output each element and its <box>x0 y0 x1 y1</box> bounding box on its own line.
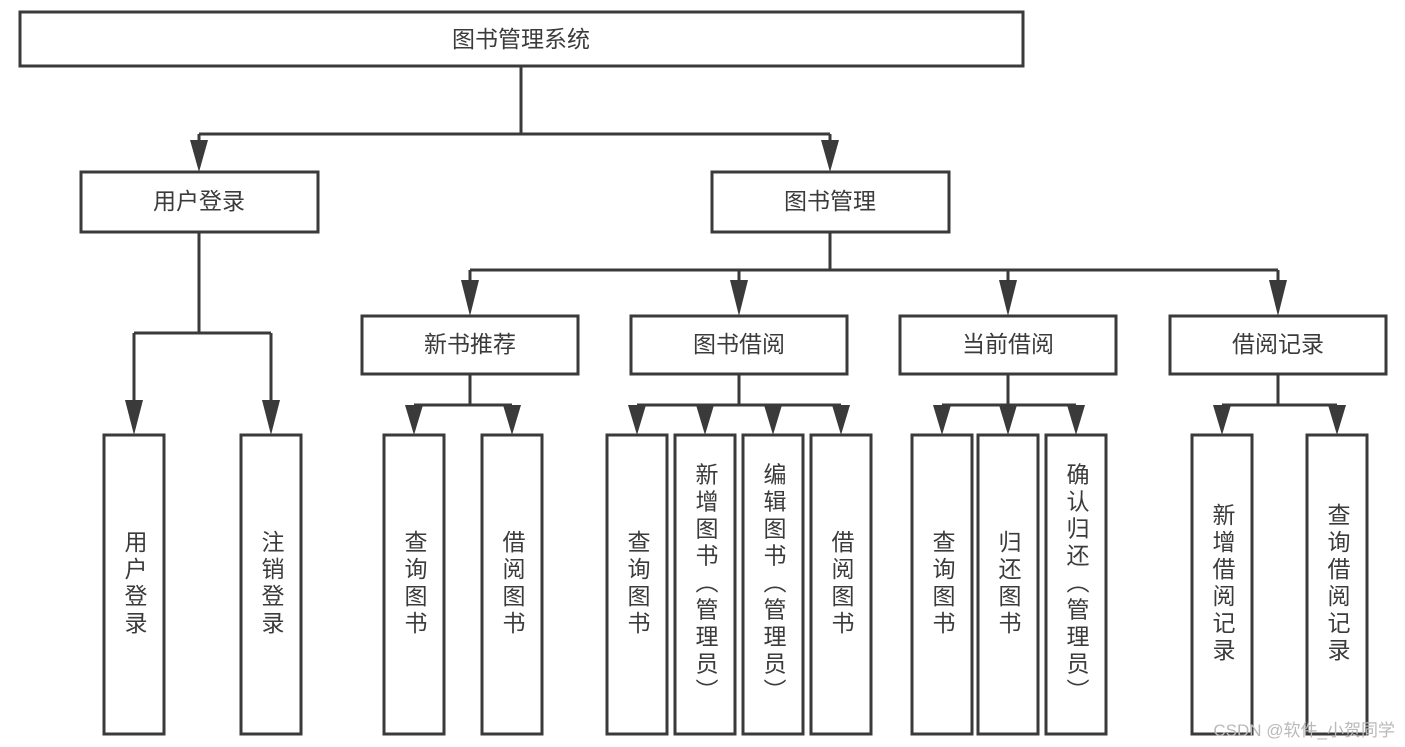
node-book-borrow-rect[interactable] <box>629 314 849 376</box>
arrowhead-currentborrow-leaf-2 <box>999 405 1017 435</box>
arrowhead-borrowrecord-leaf-1 <box>1213 405 1231 435</box>
leaf-node-query-book-1-label: 查询图书 <box>401 530 428 638</box>
node-current-borrow-rect[interactable] <box>898 314 1118 376</box>
leaf-node-query-book-3[interactable]: 查询图书 <box>910 433 974 736</box>
leaf-node-query-book-1[interactable]: 查询图书 <box>382 433 446 736</box>
arrowhead-bookborrow-leaf-3 <box>764 405 782 435</box>
node-book-borrow[interactable]: 图书借阅 <box>629 314 849 376</box>
arrowhead-leaf-user-login <box>125 400 143 435</box>
node-current-borrow[interactable]: 当前借阅 <box>898 314 1118 376</box>
leaf-node-borrow-book-2-rect[interactable] <box>809 433 873 736</box>
arrowhead-newbook-leaf-1 <box>405 405 423 435</box>
node-borrow-record-rect[interactable] <box>1168 314 1388 376</box>
arrowhead-newbook-leaf-2 <box>503 405 521 435</box>
leaf-node-add-borrow-record-label: 新增借阅记录 <box>1209 503 1236 665</box>
node-current-borrow-label: 当前借阅 <box>962 331 1054 357</box>
node-book-management-label: 图书管理 <box>784 188 876 214</box>
arrowhead-current-borrow <box>999 280 1017 316</box>
leaf-node-confirm-return-admin-rect[interactable] <box>1044 433 1108 736</box>
leaf-node-logout-label: 注销登录 <box>258 530 285 638</box>
node-root-system-rect[interactable] <box>18 10 1025 68</box>
leaf-node-add-book-admin-label: 新增图书（管理员） <box>692 463 719 706</box>
leaf-node-logout-rect[interactable] <box>239 433 303 736</box>
leaf-node-borrow-book-1-label: 借阅图书 <box>499 530 526 638</box>
node-book-management-rect[interactable] <box>710 170 951 234</box>
leaf-node-query-book-2[interactable]: 查询图书 <box>605 433 669 736</box>
leaf-node-query-book-3-label: 查询图书 <box>929 530 956 638</box>
leaf-node-edit-book-admin-label: 编辑图书（管理员） <box>760 463 787 706</box>
connector-layer <box>125 66 1346 435</box>
leaf-node-user-login[interactable]: 用户登录 <box>102 433 166 736</box>
node-borrow-record-label: 借阅记录 <box>1232 331 1324 357</box>
node-book-borrow-label: 图书借阅 <box>693 331 785 357</box>
arrowhead-new-book-rec <box>461 280 479 316</box>
leaf-node-query-book-3-rect[interactable] <box>910 433 974 736</box>
arrowhead-currentborrow-leaf-1 <box>933 405 951 435</box>
leaf-node-edit-book-admin-rect[interactable] <box>741 433 805 736</box>
leaf-node-user-login-label: 用户登录 <box>121 530 148 638</box>
leaf-node-logout[interactable]: 注销登录 <box>239 433 303 736</box>
leaf-node-query-book-1-rect[interactable] <box>382 433 446 736</box>
leaf-node-borrow-book-1[interactable]: 借阅图书 <box>480 433 544 736</box>
leaf-node-query-book-2-rect[interactable] <box>605 433 669 736</box>
node-user-login[interactable]: 用户登录 <box>79 170 320 234</box>
arrowhead-borrow-record <box>1269 280 1287 316</box>
leaf-node-confirm-return-admin[interactable]: 确认归还（管理员） <box>1044 433 1108 736</box>
leaf-node-return-book[interactable]: 归还图书 <box>976 433 1040 736</box>
leaf-node-confirm-return-admin-label: 确认归还（管理员） <box>1063 463 1090 706</box>
leaf-node-borrow-book-1-rect[interactable] <box>480 433 544 736</box>
arrowhead-currentborrow-leaf-3 <box>1067 405 1085 435</box>
leaf-node-add-borrow-record[interactable]: 新增借阅记录 <box>1190 433 1254 736</box>
node-root-system[interactable]: 图书管理系统 <box>18 10 1025 68</box>
node-new-book-recommend[interactable]: 新书推荐 <box>360 314 580 376</box>
node-user-login-rect[interactable] <box>79 170 320 234</box>
arrowhead-book-borrow <box>730 280 748 316</box>
arrowhead-bookborrow-leaf-2 <box>696 405 714 435</box>
arrowhead-bookborrow-leaf-4 <box>832 405 850 435</box>
arrowhead-user-login <box>190 140 208 172</box>
leaf-node-query-book-2-label: 查询图书 <box>624 530 651 638</box>
leaf-node-add-borrow-record-rect[interactable] <box>1190 433 1254 736</box>
leaf-node-query-borrow-record-label: 查询借阅记录 <box>1324 503 1351 665</box>
arrowhead-borrowrecord-leaf-2 <box>1328 405 1346 435</box>
node-borrow-record[interactable]: 借阅记录 <box>1168 314 1388 376</box>
leaf-node-user-login-rect[interactable] <box>102 433 166 736</box>
leaf-node-return-book-rect[interactable] <box>976 433 1040 736</box>
leaf-node-borrow-book-2[interactable]: 借阅图书 <box>809 433 873 736</box>
node-book-management[interactable]: 图书管理 <box>710 170 951 234</box>
arrowhead-bookborrow-leaf-1 <box>628 405 646 435</box>
leaf-node-add-book-admin-rect[interactable] <box>673 433 737 736</box>
leaf-node-query-borrow-record-rect[interactable] <box>1305 433 1369 736</box>
node-new-book-recommend-label: 新书推荐 <box>424 331 516 357</box>
node-root-system-label: 图书管理系统 <box>452 26 590 52</box>
leaf-node-add-book-admin[interactable]: 新增图书（管理员） <box>673 433 737 736</box>
arrowhead-book-mgmt <box>821 140 839 172</box>
leaf-node-borrow-book-2-label: 借阅图书 <box>828 530 855 638</box>
leaf-node-return-book-label: 归还图书 <box>995 530 1022 638</box>
node-user-login-label: 用户登录 <box>153 188 245 214</box>
arrowhead-leaf-logout <box>262 400 280 435</box>
leaf-node-query-borrow-record[interactable]: 查询借阅记录 <box>1305 433 1369 736</box>
leaf-node-edit-book-admin[interactable]: 编辑图书（管理员） <box>741 433 805 736</box>
node-new-book-recommend-rect[interactable] <box>360 314 580 376</box>
